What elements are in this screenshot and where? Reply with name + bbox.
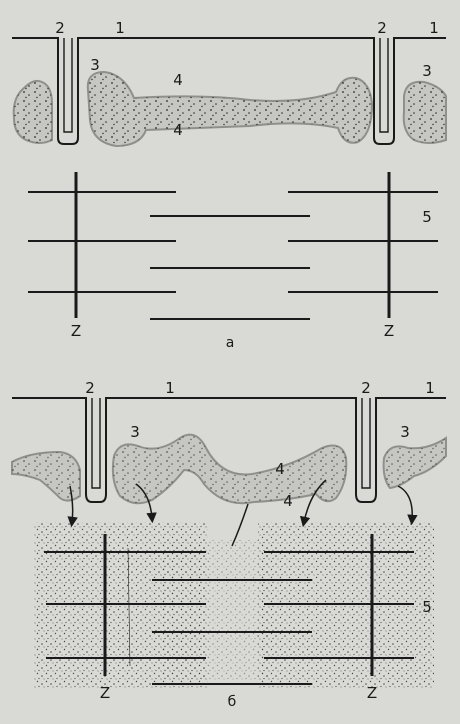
- panel-b-filaments: [44, 534, 414, 685]
- label-b-z-right: Z: [367, 684, 377, 702]
- panel-a: 2 1 2 1 3 3 4 4 5 Z Z a: [12, 19, 447, 351]
- label-membrane-right: 1: [429, 19, 439, 37]
- panel-a-membrane: [12, 37, 446, 145]
- panel-b-membrane: [12, 397, 446, 503]
- arrow-release-5: [397, 485, 418, 526]
- label-b-reticulum-top: 4: [275, 460, 285, 478]
- label-filaments: 5: [422, 208, 432, 226]
- arrow-release-4: [299, 479, 327, 528]
- label-b-t-tubule-left: 2: [85, 379, 95, 397]
- label-cistern-right: 3: [422, 62, 432, 80]
- panel-b-caption: б: [228, 694, 237, 710]
- label-b-z-left: Z: [100, 684, 110, 702]
- panel-b-reticulum: [11, 433, 447, 505]
- label-t-tubule-left: 2: [55, 19, 65, 37]
- label-reticulum-top: 4: [173, 71, 183, 89]
- label-cistern-left: 3: [90, 56, 100, 74]
- label-b-membrane: 1: [165, 379, 175, 397]
- label-b-t-tubule-right: 2: [361, 379, 371, 397]
- panel-b-labels: 2 1 2 1 3 3 4 4 5 Z Z б: [85, 379, 435, 710]
- panel-a-labels: 2 1 2 1 3 3 4 4 5 Z Z a: [55, 19, 439, 351]
- label-membrane: 1: [115, 19, 125, 37]
- panel-a-filaments: [28, 172, 438, 320]
- panel-a-reticulum: [12, 70, 447, 148]
- label-reticulum-bottom: 4: [173, 121, 183, 139]
- panel-b-release-arrows: [67, 479, 418, 547]
- label-b-cistern-left: 3: [130, 423, 140, 441]
- arrow-release-2: [135, 483, 157, 524]
- panel-a-caption: a: [226, 335, 235, 351]
- label-t-tubule-right: 2: [377, 19, 387, 37]
- arrow-release-3: [231, 503, 249, 547]
- label-z-left: Z: [71, 322, 81, 340]
- arrow-release-1: [67, 485, 78, 528]
- label-b-reticulum-bottom: 4: [283, 492, 293, 510]
- label-b-cistern-right: 3: [400, 423, 410, 441]
- panel-b: 2 1 2 1 3 3 4 4 5 Z Z б: [11, 379, 447, 710]
- label-b-membrane-right: 1: [425, 379, 435, 397]
- label-z-right: Z: [384, 322, 394, 340]
- label-b-filaments: 5: [422, 598, 432, 616]
